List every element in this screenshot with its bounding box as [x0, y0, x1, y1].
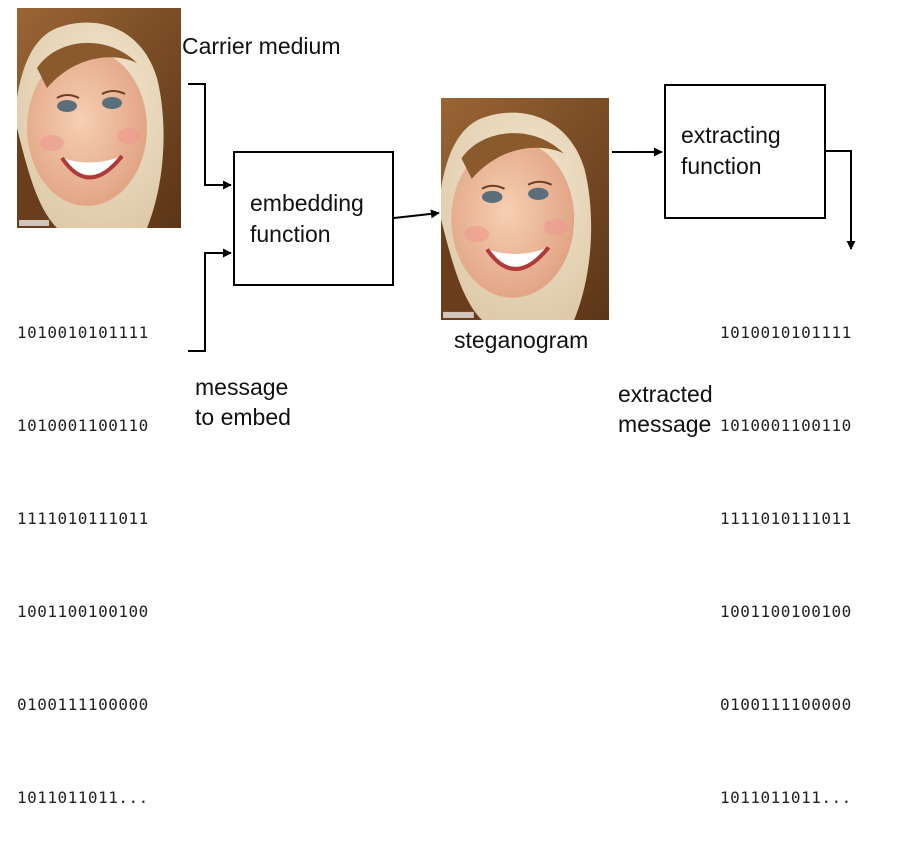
extracting-line-2: function	[681, 153, 762, 179]
arrow-embedding-to-steganogram	[393, 209, 440, 219]
steganogram-image	[441, 98, 609, 320]
bit-row: 1001100100100	[17, 602, 149, 621]
bit-row: 1010010101111	[720, 323, 852, 342]
bit-row: 1010001100110	[720, 416, 852, 435]
bit-row: 1011011011...	[720, 788, 852, 807]
extracting-line-1: extracting	[681, 122, 781, 148]
arrow-carrier-to-embedding	[188, 83, 232, 190]
girl-photo-icon	[441, 98, 609, 320]
embedding-line-1: embedding	[250, 190, 364, 216]
embedding-function-label: embedding function	[250, 188, 364, 250]
message-line-1: message	[195, 374, 289, 400]
arrow-extracting-to-message	[826, 150, 856, 250]
extracted-line-1: extracted	[618, 381, 713, 407]
bit-row: 1010010101111	[17, 323, 149, 342]
extracting-function-box	[664, 84, 826, 219]
arrow-message-to-embedding	[188, 248, 232, 352]
bit-row: 1010001100110	[17, 416, 149, 435]
bit-row: 0100111100000	[720, 695, 852, 714]
extracted-line-2: message	[618, 411, 712, 437]
bit-row: 0100111100000	[17, 695, 149, 714]
bit-row: 1111010111011	[17, 509, 149, 528]
carrier-image	[17, 8, 181, 228]
bit-row: 1011011011...	[17, 788, 149, 807]
embedding-line-2: function	[250, 221, 331, 247]
steganogram-label: steganogram	[454, 327, 589, 353]
carrier-medium-label: Carrier medium	[182, 33, 341, 59]
embedding-function-box	[233, 151, 394, 286]
message-to-embed-label: message to embed	[195, 372, 291, 432]
bit-row: 1001100100100	[720, 602, 852, 621]
message-line-2: to embed	[195, 404, 291, 430]
extracting-function-label: extracting function	[681, 120, 781, 182]
bit-row: 1111010111011	[720, 509, 852, 528]
connector-arrows	[188, 83, 856, 352]
girl-photo-icon	[17, 8, 181, 228]
extracted-message-label: extracted message	[618, 379, 713, 439]
